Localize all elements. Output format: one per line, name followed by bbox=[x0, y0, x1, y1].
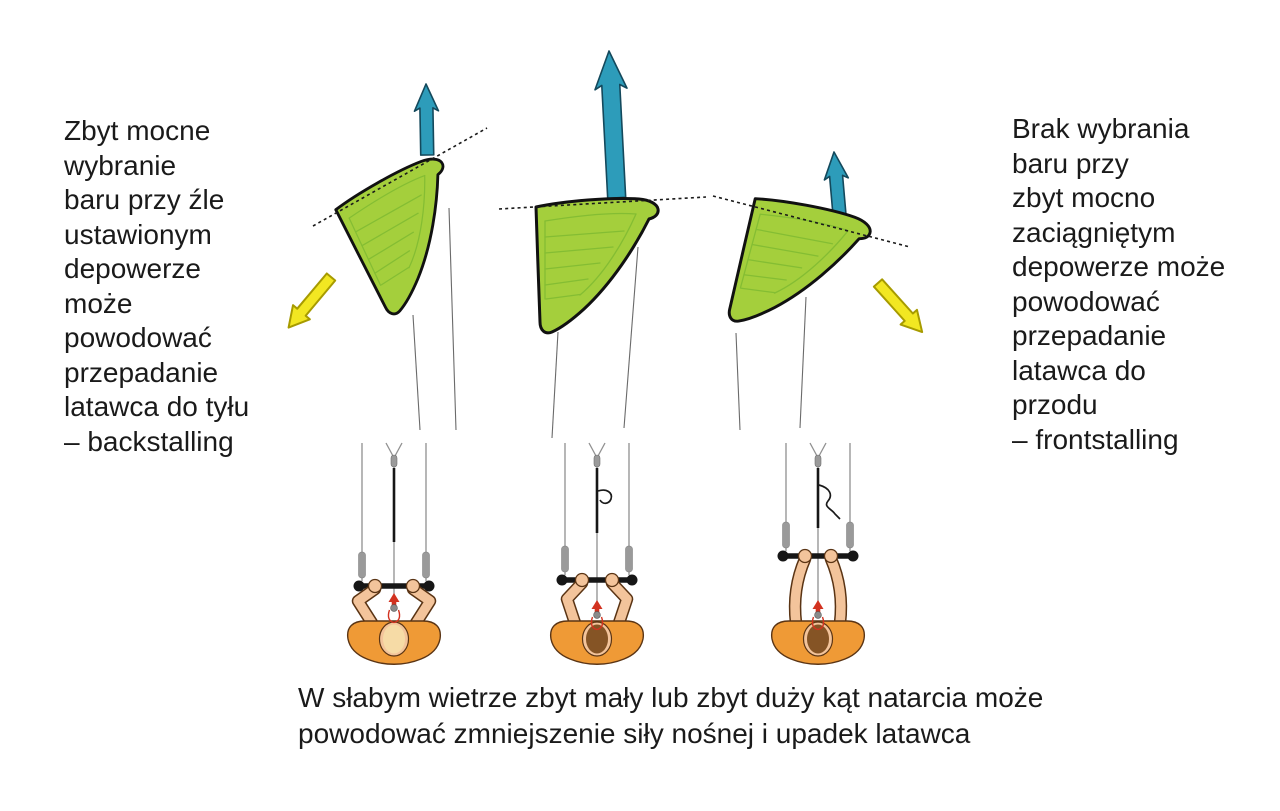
rider-hair bbox=[807, 624, 829, 654]
bar-end bbox=[777, 550, 789, 562]
kite-level bbox=[534, 196, 660, 335]
swivel-bead bbox=[390, 454, 398, 468]
chicken-loop bbox=[590, 616, 604, 631]
bar-end bbox=[626, 574, 638, 586]
depower-strap-hook bbox=[597, 489, 613, 505]
scene-backstall bbox=[279, 82, 493, 431]
right-arm bbox=[607, 578, 632, 628]
right-arm bbox=[408, 584, 435, 628]
chicken-loop bbox=[387, 609, 401, 624]
hand bbox=[797, 548, 813, 564]
line-sleeve bbox=[422, 551, 430, 579]
lift-arrow-small bbox=[413, 82, 441, 156]
chicken-loop-bead bbox=[814, 611, 822, 619]
rider-bar-extended bbox=[770, 442, 866, 665]
bar-end bbox=[423, 580, 435, 592]
line-sleeve bbox=[625, 545, 633, 573]
rider-head-top bbox=[383, 624, 405, 654]
kite-high-aoa bbox=[330, 151, 493, 320]
scene-level bbox=[498, 49, 707, 439]
depower-strap-loose bbox=[818, 484, 841, 520]
caption-backstalling: Zbyt mocne wybranie baru przy źle ustawi… bbox=[64, 115, 250, 457]
hand bbox=[823, 548, 839, 564]
left-arm bbox=[790, 554, 810, 628]
line-split bbox=[809, 442, 827, 457]
rider-bar-pulled-in bbox=[346, 442, 442, 665]
right-arm bbox=[826, 554, 846, 628]
bar-end bbox=[353, 580, 365, 592]
line-sleeve bbox=[358, 551, 366, 579]
caption-frontstalling: Brak wybrania baru przy zbyt mocno zacią… bbox=[1012, 113, 1226, 455]
swivel-bead bbox=[593, 454, 601, 468]
bar-end bbox=[847, 550, 859, 562]
hand bbox=[367, 578, 383, 594]
kite-bridle-lines bbox=[735, 296, 807, 431]
kite-bridle-lines bbox=[412, 207, 457, 431]
bar-end bbox=[556, 574, 568, 586]
chord-dashed-line bbox=[712, 195, 911, 248]
lift-arrow-large bbox=[592, 49, 634, 200]
hand bbox=[604, 572, 620, 588]
kite-bridle-lines bbox=[551, 246, 639, 439]
scene-frontstall bbox=[712, 150, 932, 431]
line-sleeve bbox=[782, 521, 790, 549]
trim-indicator-arrow bbox=[591, 600, 603, 617]
trim-indicator-arrow bbox=[388, 593, 400, 611]
left-arm bbox=[353, 584, 380, 628]
rider-bar-mid bbox=[549, 442, 645, 665]
left-arm bbox=[562, 578, 587, 628]
trim-indicator-arrow bbox=[812, 600, 824, 617]
swivel-bead bbox=[814, 454, 822, 468]
chicken-loop-bead bbox=[390, 604, 398, 612]
fall-arrow-down-left bbox=[279, 268, 341, 336]
chord-dashed-line bbox=[312, 127, 488, 227]
fall-arrow-down-right bbox=[868, 274, 932, 341]
hand bbox=[574, 572, 590, 588]
line-sleeve bbox=[846, 521, 854, 549]
chicken-loop bbox=[811, 616, 825, 631]
rider-hair bbox=[586, 624, 608, 654]
line-split bbox=[588, 442, 606, 457]
chicken-loop-bead bbox=[593, 611, 601, 619]
kite-negative-aoa bbox=[721, 189, 875, 351]
line-sleeve bbox=[561, 545, 569, 573]
hand bbox=[405, 578, 421, 594]
line-split bbox=[385, 442, 403, 457]
caption-weak-wind: W słabym wietrze zbyt mały lub zbyt duży… bbox=[298, 682, 1044, 749]
